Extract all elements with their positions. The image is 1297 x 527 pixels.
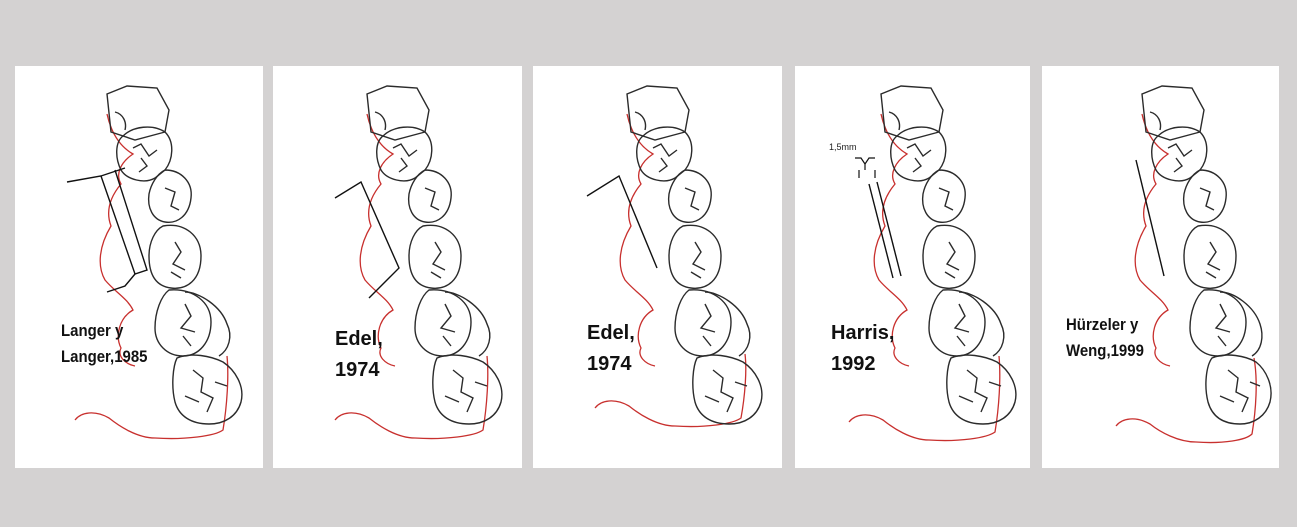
caption-line-2: 1974: [335, 355, 383, 386]
graft-outline: [1136, 160, 1164, 276]
caption-line-1: Langer y: [61, 318, 147, 344]
caption-line-1: Edel,: [335, 324, 383, 355]
graft-outline: [335, 182, 399, 298]
panel-edel-2: Edel, 1974: [533, 66, 782, 468]
caption-line-2: Langer,1985: [61, 344, 147, 370]
caption-line-1: Hürzeler y: [1066, 312, 1144, 338]
caption: Harris, 1992: [831, 318, 894, 380]
panel-hurzeler: Hürzeler y Weng,1999: [1042, 66, 1279, 468]
tooth-crowns: [881, 86, 1016, 424]
panel-langer: Langer y Langer,1985: [15, 66, 263, 468]
caption: Edel, 1974: [335, 324, 383, 386]
caption-line-1: Edel,: [587, 318, 635, 349]
tooth-crowns: [627, 86, 762, 424]
tooth-diagram: [533, 66, 782, 468]
tooth-diagram: [273, 66, 522, 468]
gingival-margin: [849, 114, 1000, 441]
caption: Edel, 1974: [587, 318, 635, 380]
measurement-label: 1,5mm: [829, 142, 857, 152]
panel-edel-1: Edel, 1974: [273, 66, 522, 468]
tooth-crowns: [367, 86, 502, 424]
tooth-diagram: [1042, 66, 1279, 468]
measurement-bracket: [855, 158, 875, 178]
caption-line-2: 1974: [587, 349, 635, 380]
tooth-diagram: [15, 66, 263, 468]
panel-harris: 1,5mm Harris, 1992: [795, 66, 1030, 468]
caption-line-2: 1992: [831, 349, 894, 380]
caption-line-2: Weng,1999: [1066, 338, 1144, 364]
graft-outline: [587, 176, 657, 268]
caption: Hürzeler y Weng,1999: [1066, 312, 1144, 363]
tooth-diagram: [795, 66, 1030, 468]
gingival-margin: [335, 114, 488, 439]
caption-line-1: Harris,: [831, 318, 894, 349]
gingival-margin: [75, 114, 228, 439]
graft-outline: [67, 168, 147, 292]
tooth-crowns: [107, 86, 242, 424]
caption: Langer y Langer,1985: [61, 318, 147, 369]
tooth-crowns: [1142, 86, 1271, 424]
